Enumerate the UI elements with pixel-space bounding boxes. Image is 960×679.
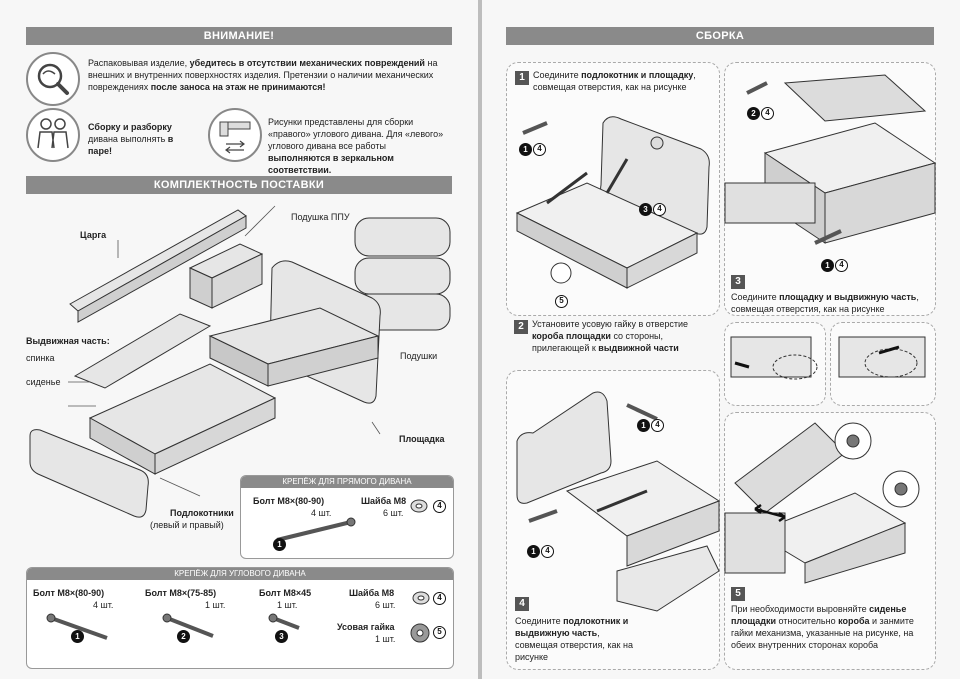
step-1-text: Соедините подлокотник и площадку, совмещ… (533, 70, 696, 92)
mirror-sofa-icon (208, 108, 262, 162)
corner-item-4-num: 4 (433, 592, 446, 605)
step-4-text: Соедините подлокотник и выдвижную часть,… (515, 616, 633, 662)
step-3-illustration (724, 74, 937, 245)
step-5-number: 5 (731, 587, 745, 601)
corner-item-3-qty: 1 шт. (277, 600, 298, 610)
s1-callout-a2: 4 (533, 143, 546, 156)
corner-item-2-qty: 1 шт. (205, 600, 226, 610)
s3-callout-a2: 4 (761, 107, 774, 120)
label-back: спинка (26, 353, 55, 363)
detail-panel-left (724, 322, 826, 406)
s3-callout-b2: 4 (835, 259, 848, 272)
label-platform: Площадка (399, 434, 445, 444)
corner-item-5-qty: 1 шт. (375, 634, 396, 644)
corner-item-1-qty: 4 шт. (93, 600, 114, 610)
claw-nut-icon (410, 623, 430, 643)
step-1-panel: 1 Соедините подлокотник и площадку, совм… (506, 62, 720, 316)
left-page: ВНИМАНИЕ! Распаковывая изделие, убедитес… (0, 0, 478, 679)
label-pillows: Подушки (400, 351, 438, 361)
kit-illustration (29, 205, 451, 518)
corner-item-3-num: 3 (275, 630, 288, 643)
step-3-number: 3 (731, 275, 745, 289)
washer-icon (412, 591, 430, 605)
fastener-straight-box: КРЕПЁЖ ДЛЯ ПРЯМОГО ДИВАНА Болт М8×(80-90… (240, 475, 454, 559)
page-fold (478, 0, 482, 679)
two-people-icon (26, 108, 80, 162)
straight-bolt-num: 1 (273, 538, 286, 551)
bolt-icon (276, 517, 356, 542)
step-1-illustration (515, 116, 710, 289)
straight-washer-name: Шайба М8 (361, 496, 407, 506)
kit-header: КОМПЛЕКТНОСТЬ ПОСТАВКИ (26, 176, 452, 194)
step-1-number: 1 (515, 71, 529, 85)
step-4-panel: 1 4 1 4 4 Соедините подлокотник и выдвиж… (506, 370, 721, 670)
alignment-detail-right (838, 336, 926, 378)
corner-item-1-name: Болт М8×(80-90) (33, 588, 105, 598)
corner-item-1-num: 1 (71, 630, 84, 643)
s4-callout-b1: 1 (527, 545, 540, 558)
s4-callout-a2: 4 (651, 419, 664, 432)
warning-text: Распаковывая изделие, убедитесь в отсутс… (88, 58, 438, 92)
s1-callout-b2: 4 (653, 203, 666, 216)
step-5-illustration (724, 422, 920, 584)
label-seat: сиденье (26, 377, 61, 387)
warning-header: ВНИМАНИЕ! (26, 27, 452, 45)
s4-callout-a1: 1 (637, 419, 650, 432)
corner-item-5-num: 5 (433, 626, 446, 639)
detail-panel-right (830, 322, 936, 406)
straight-bolt-qty: 4 шт. (311, 508, 332, 518)
s3-callout-b1: 1 (821, 259, 834, 272)
right-page: СБОРКА 1 Соедините подлокотник и площадк… (482, 0, 960, 679)
straight-bolt-name: Болт М8×(80-90) (253, 496, 325, 506)
step-4-number: 4 (515, 597, 529, 611)
step-2-number: 2 (514, 320, 528, 334)
fastener-corner-title: КРЕПЁЖ ДЛЯ УГЛОВОГО ДИВАНА (27, 568, 453, 580)
step-2-text: Установите усовую гайку в отверстие коро… (532, 319, 689, 353)
corner-item-5-name: Усовая гайка (337, 622, 395, 632)
pair-text: Сборку и разборку дивана выполнять в пар… (88, 122, 174, 156)
s4-callout-b2: 4 (541, 545, 554, 558)
corner-item-4-name: Шайба М8 (349, 588, 395, 598)
s3-callout-a1: 2 (747, 107, 760, 120)
corner-item-3-name: Болт М8×45 (259, 588, 312, 598)
label-sliding-part: Выдвижная часть: (26, 336, 110, 346)
mirror-text: Рисунки представлены для сборки «правого… (268, 117, 444, 175)
label-armrests: Подлокотники (170, 508, 234, 518)
corner-item-4-qty: 6 шт. (375, 600, 396, 610)
step-5-text: При необходимости выровняйте сиденье пло… (731, 604, 914, 650)
step-3-panel: 2 4 1 4 3 Соедините площадку и выдвижную… (724, 62, 937, 316)
straight-washer-num: 4 (433, 500, 446, 513)
assembly-header: СБОРКА (506, 27, 934, 45)
magnifier-icon (26, 52, 80, 106)
step-5-panel: 5 При необходимости выровняйте сиденье п… (724, 412, 936, 670)
alignment-detail-left (730, 336, 818, 380)
label-armrests-sub: (левый и правый) (150, 520, 224, 530)
s1-callout-b1: 3 (639, 203, 652, 216)
fastener-corner-box: КРЕПЁЖ ДЛЯ УГЛОВОГО ДИВАНА Болт М8×(80-9… (26, 567, 454, 669)
washer-icon (410, 499, 428, 513)
s1-callout-c: 5 (555, 295, 568, 308)
straight-washer-qty: 6 шт. (383, 508, 404, 518)
corner-item-2-num: 2 (177, 630, 190, 643)
label-pillow-ppu: Подушка ППУ (291, 212, 350, 222)
s1-callout-a1: 1 (519, 143, 532, 156)
corner-item-2-name: Болт М8×(75-85) (145, 588, 217, 598)
step-3-text: Соедините площадку и выдвижную часть, со… (731, 292, 919, 314)
fastener-straight-title: КРЕПЁЖ ДЛЯ ПРЯМОГО ДИВАНА (241, 476, 453, 488)
step-4-illustration (516, 391, 721, 612)
label-tsarga: Царга (80, 230, 107, 240)
